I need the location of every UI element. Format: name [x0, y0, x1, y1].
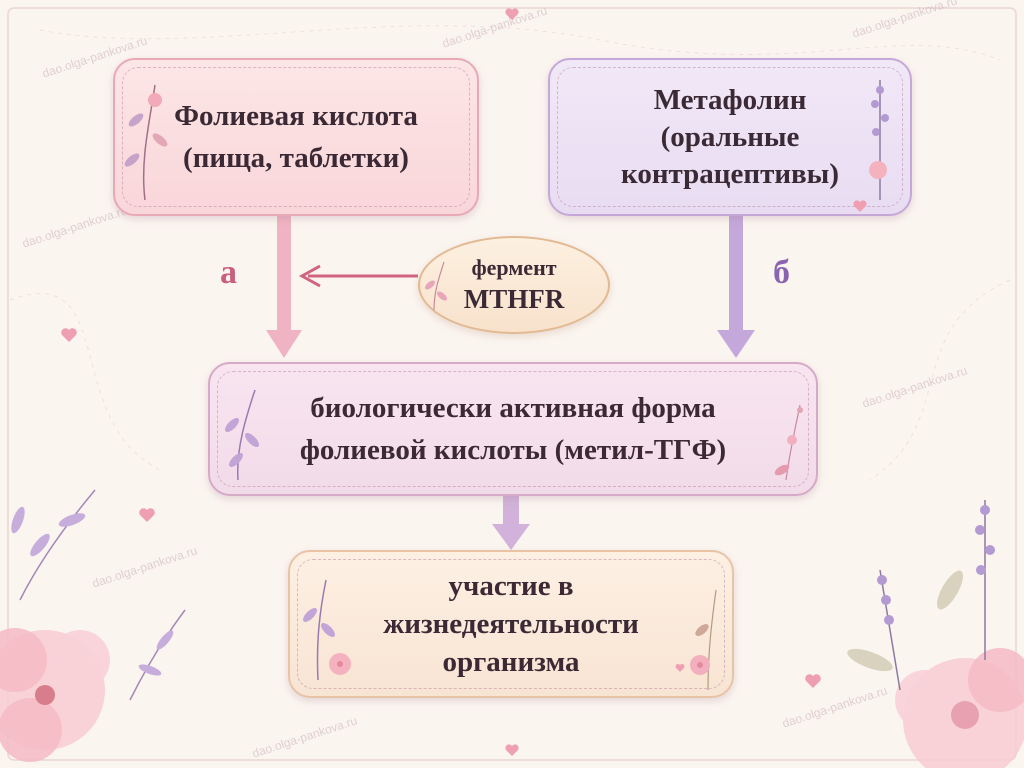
folic-acid-box: Фолиевая кислота (пища, таблетки)	[113, 58, 479, 216]
metafolin-title: Метафолин	[653, 83, 807, 116]
heart-icon	[805, 674, 821, 688]
metafolin-sub-1: (оральные	[660, 120, 800, 153]
leaf-branch-icon	[124, 84, 168, 201]
participation-line-1: участие в	[448, 570, 574, 602]
active-form-line-2: фолиевой кислоты (метил-ТГФ)	[299, 434, 727, 466]
active-form-line-1: биологически активная форма	[310, 392, 716, 424]
flower-icon	[774, 404, 803, 481]
heart-icon	[61, 328, 77, 342]
arrow-enzyme-to-a	[298, 264, 418, 288]
heart-icon	[505, 744, 519, 756]
flower-icon	[0, 628, 110, 762]
heart-icon	[853, 200, 867, 212]
active-form-box: биологически активная форма фолиевой кис…	[208, 362, 818, 496]
lavender-sprig-icon	[11, 489, 186, 701]
heart-icon	[139, 508, 155, 522]
flower-icon	[675, 589, 717, 691]
lavender-sprig-icon	[225, 389, 259, 481]
participation-line-2: жизнедеятельности	[383, 608, 639, 640]
heart-icon	[505, 8, 519, 20]
enzyme-name: MTHFR	[463, 284, 565, 314]
arrow-a	[266, 216, 302, 358]
metafolin-box: Метафолин (оральные контрацептивы)	[548, 58, 912, 216]
metafolin-sub-2: контрацептивы)	[621, 157, 839, 190]
leaf-branch-icon	[425, 261, 447, 311]
participation-box: участие в жизнедеятельности организма	[288, 550, 734, 698]
arrow-bio-to-participation	[492, 496, 530, 550]
participation-line-3: организма	[442, 646, 580, 678]
lavender-sprig-icon	[869, 80, 889, 200]
path-label-a: а	[220, 254, 237, 291]
arrow-b	[717, 216, 755, 358]
lavender-sprig-icon	[847, 500, 995, 691]
path-label-b: б	[773, 254, 790, 291]
enzyme-mthfr-ellipse: фермент MTHFR	[418, 236, 610, 334]
folic-acid-title: Фолиевая кислота	[174, 100, 418, 132]
flower-icon	[895, 648, 1024, 768]
enzyme-label: фермент	[471, 255, 557, 280]
folic-acid-sources: (пища, таблетки)	[183, 142, 409, 174]
lavender-sprig-icon	[303, 579, 351, 681]
